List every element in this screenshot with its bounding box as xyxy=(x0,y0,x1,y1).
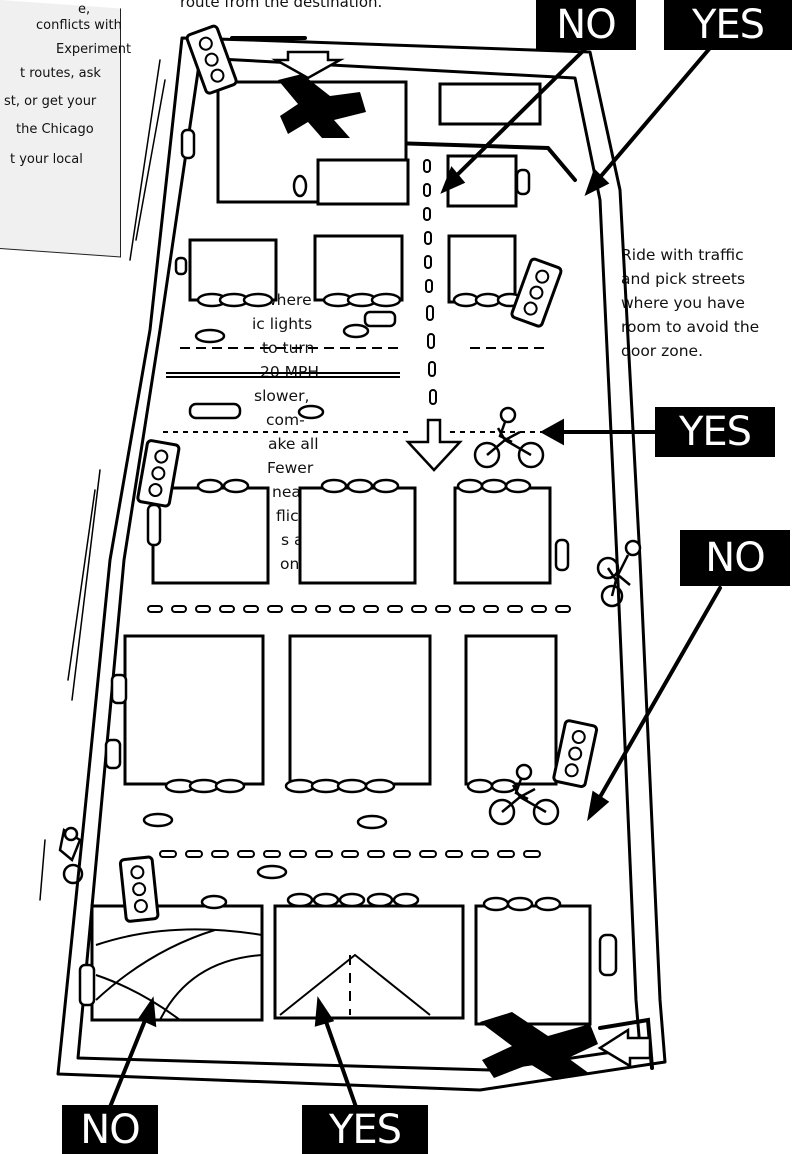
bicycle-icon xyxy=(475,408,543,467)
block xyxy=(275,906,463,1018)
no-label: NO xyxy=(680,530,790,586)
block xyxy=(449,236,515,302)
arrow-icon xyxy=(600,1030,650,1066)
arrow-icon xyxy=(408,420,460,470)
block xyxy=(466,636,556,784)
block xyxy=(190,240,276,300)
block xyxy=(455,488,550,583)
block xyxy=(125,636,263,784)
traffic-light-icon xyxy=(120,857,158,922)
yes-label: YES xyxy=(664,0,792,50)
block xyxy=(290,636,430,784)
block xyxy=(315,236,402,300)
block xyxy=(300,488,415,583)
yes-label: YES xyxy=(302,1105,428,1154)
block xyxy=(92,906,262,1020)
no-label: NO xyxy=(536,0,636,50)
block xyxy=(476,906,590,1024)
traffic-light-icon xyxy=(553,720,597,787)
block xyxy=(440,84,540,124)
yes-label: YES xyxy=(655,407,775,457)
no-label: NO xyxy=(62,1105,158,1154)
arrow-icon xyxy=(276,52,340,78)
traffic-light-icon xyxy=(511,258,562,327)
block xyxy=(318,160,408,204)
traffic-light-icon xyxy=(186,25,237,94)
